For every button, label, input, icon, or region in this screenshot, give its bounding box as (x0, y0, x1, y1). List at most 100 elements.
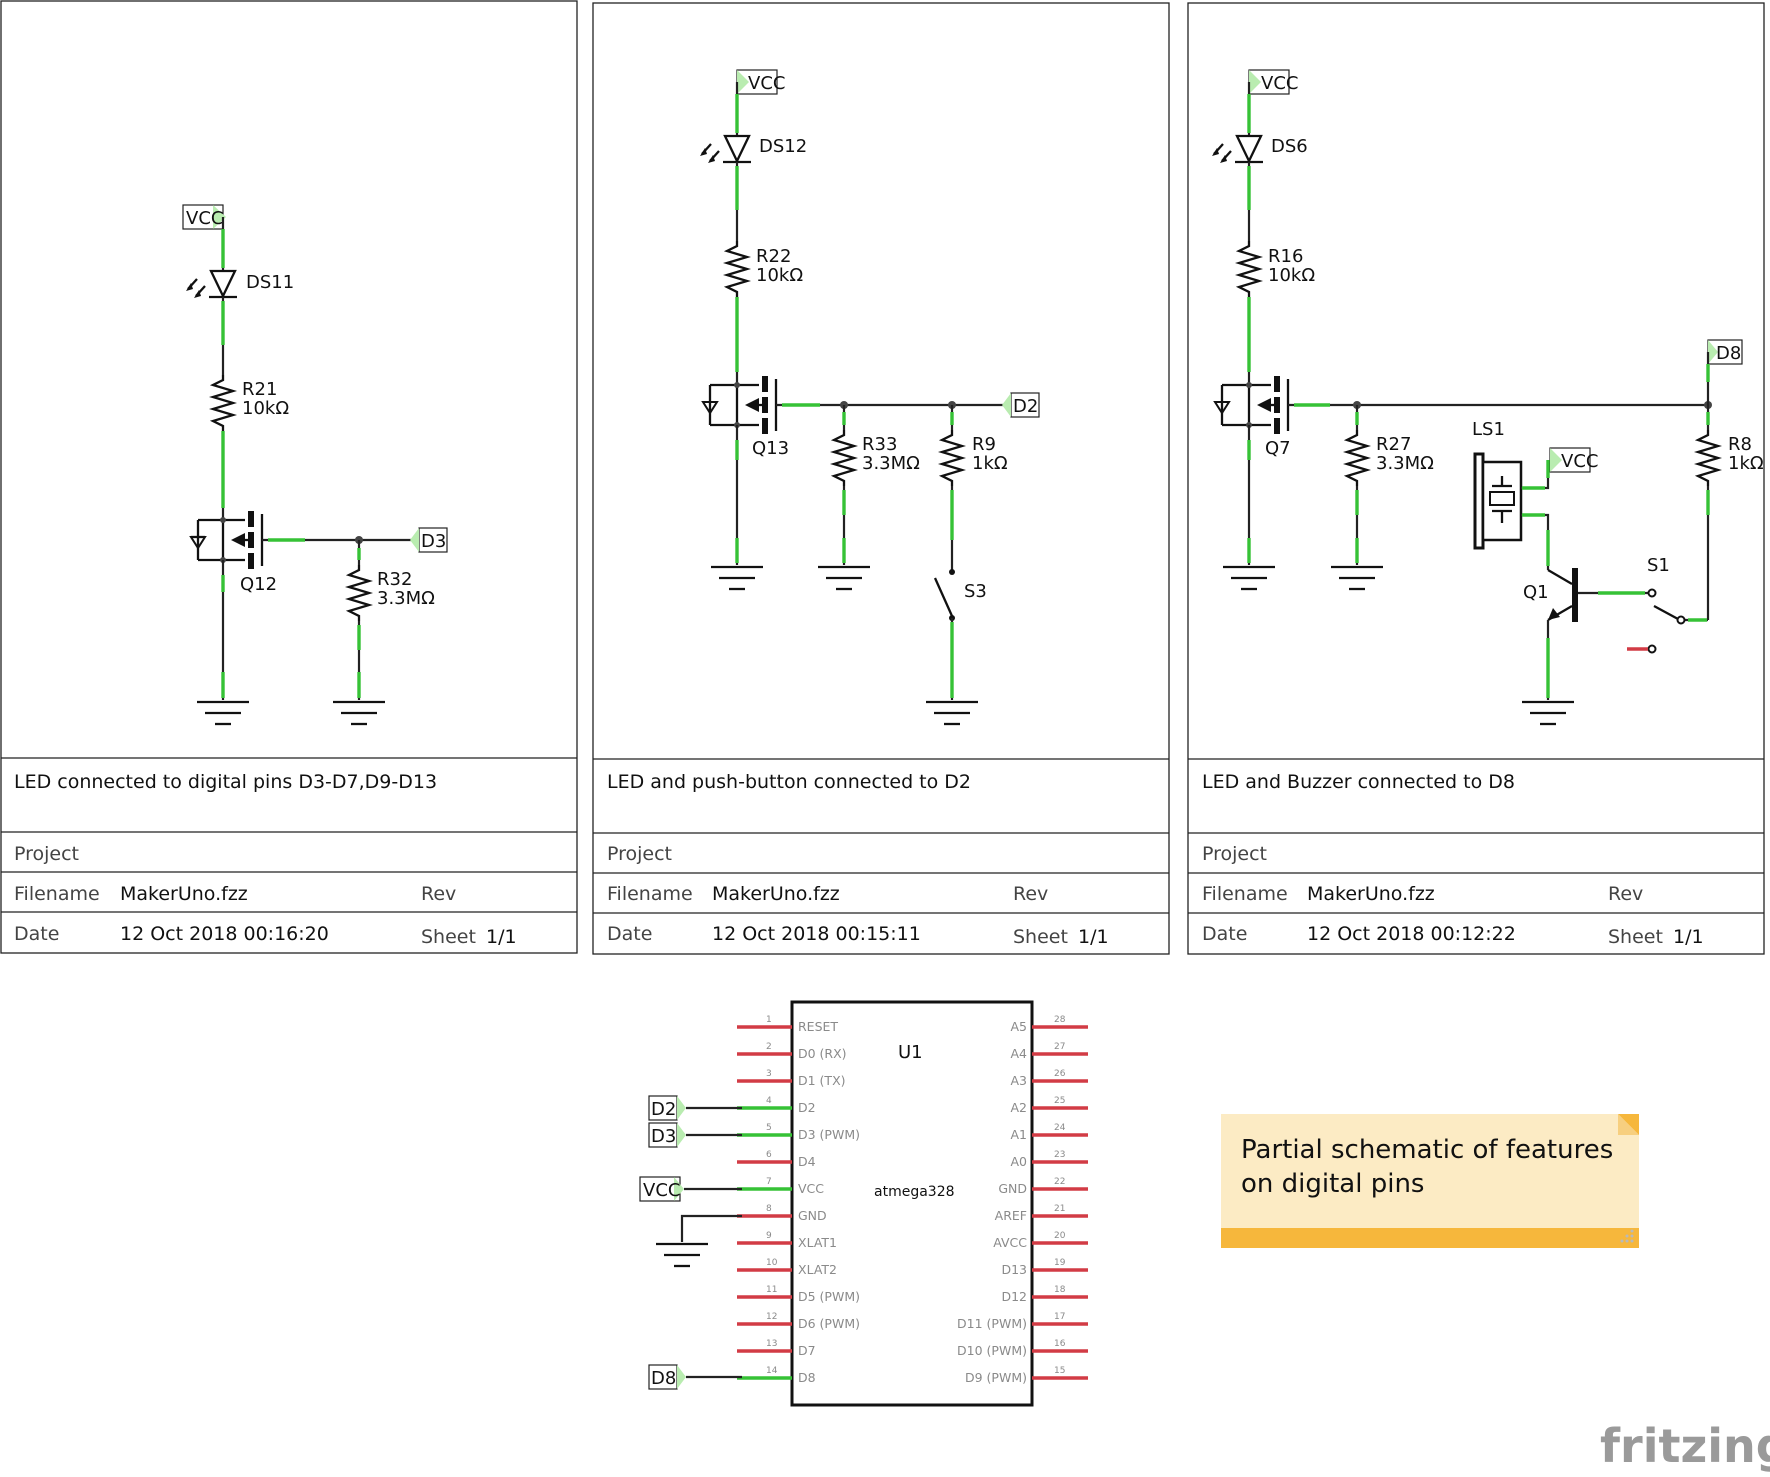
svg-text:1kΩ: 1kΩ (1728, 453, 1764, 474)
filename-value: MakerUno.fzz (712, 883, 840, 905)
pin-number: 28 (1054, 1015, 1066, 1025)
pin-number: 26 (1054, 1069, 1066, 1079)
transistor-q1[interactable]: Q1 (1523, 568, 1578, 622)
svg-text:3.3MΩ: 3.3MΩ (1376, 453, 1434, 474)
svg-text:DS6: DS6 (1271, 136, 1308, 157)
switch-s1[interactable]: S1 (1627, 555, 1686, 654)
resistor-r21[interactable]: R21 10kΩ (208, 375, 289, 431)
net-label-d8-mcu[interactable]: D8 (648, 1364, 686, 1390)
buzzer-ls1[interactable]: LS1 (1472, 419, 1523, 550)
resistor-r16[interactable]: R16 10kΩ (1234, 241, 1315, 297)
pin-number: 10 (766, 1258, 778, 1268)
filename-label: Filename (607, 883, 693, 905)
svg-text:R32: R32 (377, 569, 412, 590)
net-label-d2-mcu[interactable]: D2 (648, 1095, 686, 1121)
ground-symbol (1331, 565, 1383, 591)
svg-text:Q12: Q12 (240, 574, 277, 595)
net-label-d2[interactable]: D2 (1002, 392, 1040, 418)
mcu-pin-right[interactable]: 26 A3 (1010, 1069, 1088, 1088)
pin-name: A1 (1010, 1127, 1027, 1142)
svg-text:R16: R16 (1268, 246, 1303, 267)
date-value: 12 Oct 2018 00:16:20 (120, 923, 329, 945)
pin-name: D0 (RX) (798, 1046, 847, 1061)
title-block-3: LED and Buzzer connected to D8 Project F… (1202, 771, 1704, 948)
mcu-ref: U1 (898, 1042, 923, 1063)
rev-label: Rev (421, 883, 456, 905)
pin-name: D10 (PWM) (957, 1343, 1027, 1358)
title-block-2: LED and push-button connected to D2 Proj… (607, 771, 1109, 948)
pin-number: 24 (1054, 1123, 1066, 1133)
pin-name: VCC (798, 1181, 824, 1196)
mosfet-q13[interactable]: Q13 (701, 376, 789, 459)
resistor-r9[interactable]: R9 1kΩ (937, 430, 1008, 486)
ground-symbol (711, 565, 763, 591)
sheet-description: LED and push-button connected to D2 (607, 771, 971, 793)
svg-text:VCC: VCC (748, 73, 785, 94)
resistor-r32[interactable]: R32 3.3MΩ (344, 565, 435, 621)
pin-number: 5 (766, 1123, 772, 1133)
ground-symbol (656, 1242, 708, 1268)
net-label-vcc-2[interactable]: VCC (1549, 447, 1598, 473)
note-line-1: Partial schematic of features (1241, 1135, 1613, 1165)
fritzing-logo: fritzing (1600, 1419, 1770, 1473)
sheet-description: LED and Buzzer connected to D8 (1202, 771, 1515, 793)
net-label-d3[interactable]: D3 (410, 527, 448, 553)
sheet-value: 1/1 (1078, 926, 1109, 948)
ground-symbol (818, 565, 870, 591)
net-label-d8[interactable]: D8 (1707, 339, 1743, 365)
resistor-r8[interactable]: R8 1kΩ (1693, 430, 1764, 486)
svg-text:D3: D3 (421, 531, 446, 552)
pin-number: 19 (1054, 1258, 1066, 1268)
net-label-vcc[interactable]: VCC (736, 69, 785, 95)
svg-text:DS12: DS12 (759, 136, 807, 157)
filename-value: MakerUno.fzz (120, 883, 248, 905)
circuit-sheet-3: VCC DS6 R16 10kΩ (1212, 69, 1764, 726)
pin-name: A3 (1010, 1073, 1027, 1088)
mcu-pin-right[interactable]: 24 A1 (1010, 1123, 1088, 1142)
pin-name: D6 (PWM) (798, 1316, 860, 1331)
resistor-r22[interactable]: R22 10kΩ (722, 241, 803, 297)
net-label-d3-mcu[interactable]: D3 (648, 1122, 686, 1148)
pin-number: 13 (766, 1339, 777, 1349)
net-label-vcc-mcu[interactable]: VCC (639, 1176, 684, 1202)
svg-text:Q7: Q7 (1265, 438, 1291, 459)
led-ds12[interactable]: DS12 (700, 134, 807, 164)
net-label-vcc[interactable]: VCC (1248, 69, 1298, 95)
note-card[interactable]: Partial schematic of features on digital… (1221, 1114, 1639, 1248)
sheet-label: Sheet (1608, 926, 1663, 948)
led-ds11[interactable]: DS11 (186, 269, 294, 299)
resistor-r33[interactable]: R33 3.3MΩ (829, 430, 920, 486)
svg-text:D8: D8 (651, 1368, 676, 1389)
resistor-r27[interactable]: R27 3.3MΩ (1342, 430, 1434, 486)
pin-name: A4 (1010, 1046, 1027, 1061)
net-label-vcc[interactable]: VCC (182, 204, 226, 230)
